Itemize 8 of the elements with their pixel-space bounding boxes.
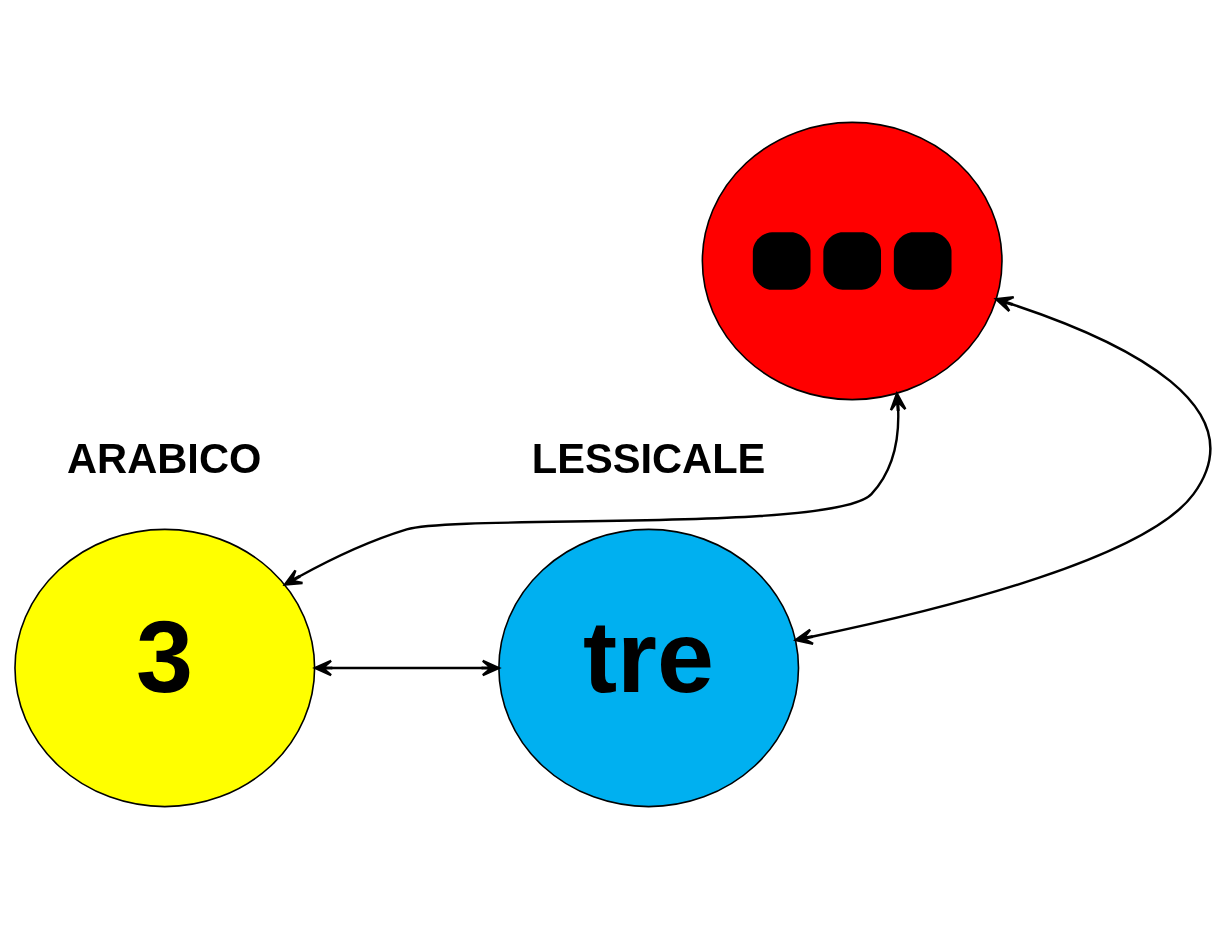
- node-circle: 3: [14, 528, 316, 807]
- arrow: [313, 659, 500, 676]
- node-label: LESSICALE: [531, 434, 766, 482]
- node-circle: tre: [498, 528, 800, 807]
- node-circle: [701, 121, 1003, 400]
- arrow: [794, 295, 1211, 645]
- arrow: [283, 391, 907, 586]
- node-label: ARABICO: [67, 434, 262, 482]
